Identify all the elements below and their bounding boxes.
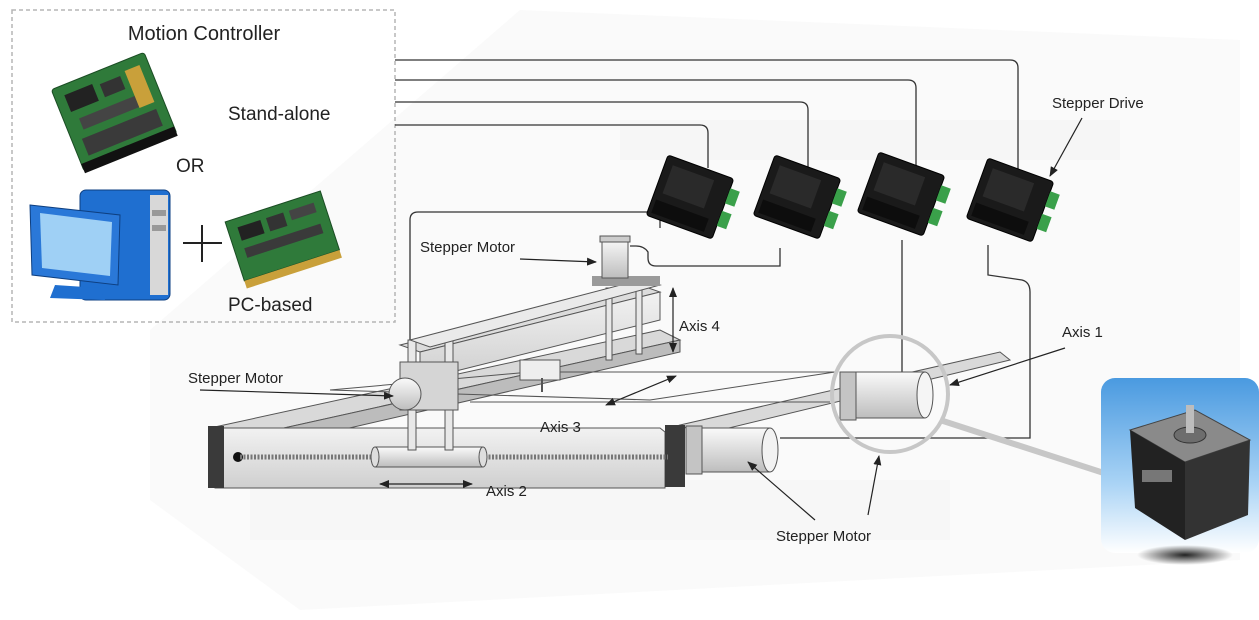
- or-label: OR: [176, 156, 205, 177]
- stepper-motor-top-pointer: [519, 257, 597, 266]
- motor-axis4-top: [599, 235, 631, 279]
- axis4-label: Axis 4: [679, 318, 720, 335]
- control-wires: [395, 59, 1031, 439]
- axis1-pointer: [949, 347, 1066, 387]
- pcbased-label: PC-based: [228, 295, 313, 316]
- stepper-motor-bottom-pointer-1: [747, 461, 816, 521]
- stepper-drive-4: [966, 158, 1060, 242]
- axis3-arrow: [605, 375, 677, 406]
- axis2-label: Axis 2: [486, 483, 527, 500]
- stepper-drive-3: [857, 152, 951, 236]
- motor-axis1-right: [839, 371, 934, 421]
- stepper-motor-bottom-pointer-2: [867, 455, 882, 516]
- stepper-motor-top-label: Stepper Motor: [420, 239, 515, 256]
- stepper-drive-1: [646, 155, 740, 239]
- motor-axis3-left: [388, 377, 422, 411]
- stepper-motor-left-pointer: [199, 389, 394, 400]
- standalone-label: Stand-alone: [228, 104, 330, 125]
- axis1-label: Axis 1: [1062, 324, 1103, 341]
- stepper-motor-bottom-label: Stepper Motor: [776, 528, 871, 545]
- motor-axis2-front: [685, 425, 779, 475]
- pc-controller-card-image: [224, 190, 342, 289]
- axis3-label: Axis 3: [540, 419, 581, 436]
- pc-computer-image: [29, 189, 171, 301]
- motion-controller-box: [11, 9, 396, 323]
- stepper-drive-label: Stepper Drive: [1052, 95, 1144, 112]
- stepper-motor-photo: [1101, 378, 1259, 565]
- zoom-magnifier: [830, 334, 1111, 478]
- stepper-motor-left-label: Stepper Motor: [188, 370, 283, 387]
- standalone-controller-board-image: [51, 52, 178, 174]
- plus-icon: [183, 225, 222, 262]
- motion-controller-title: Motion Controller: [128, 23, 281, 45]
- stepper-drive-pointer: [1049, 117, 1083, 177]
- stepper-drive-2: [753, 155, 847, 239]
